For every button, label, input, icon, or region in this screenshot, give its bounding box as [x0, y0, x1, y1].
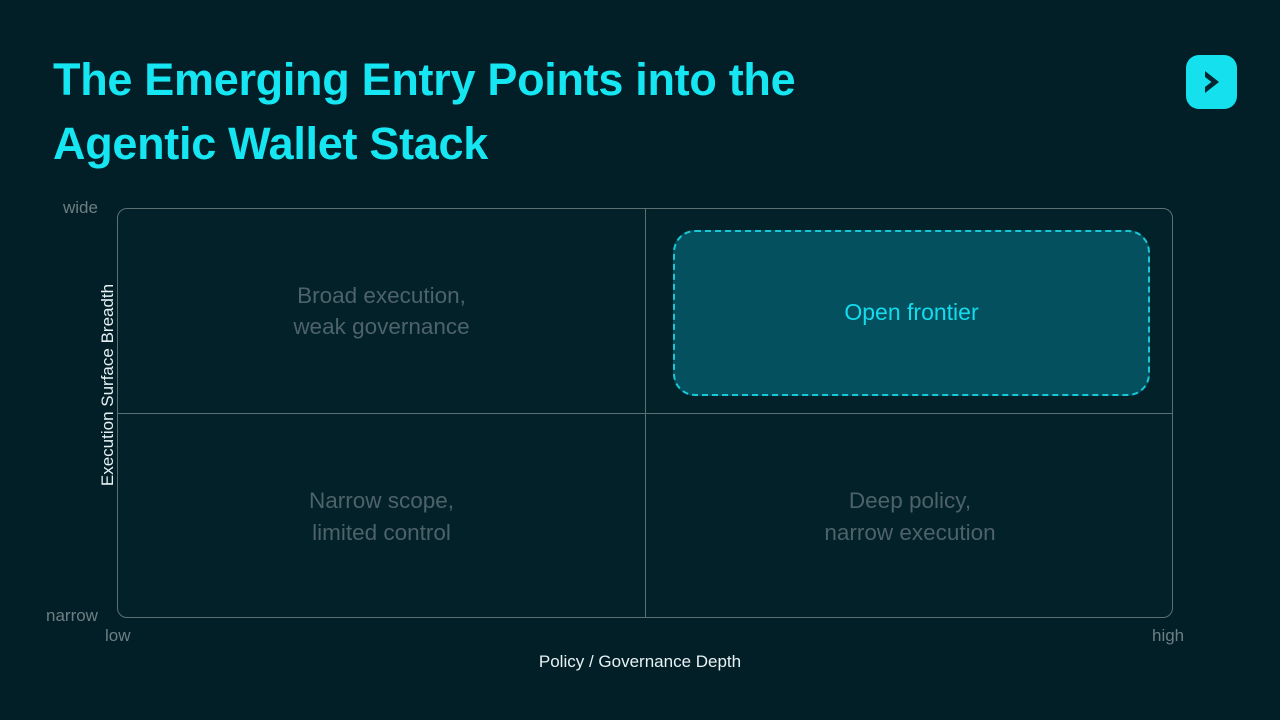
- chevron-right-icon: [1199, 68, 1225, 96]
- brand-logo: [1186, 55, 1237, 109]
- x-axis-tick-low: low: [105, 626, 131, 645]
- page-title: The Emerging Entry Points into the Agent…: [53, 54, 796, 169]
- x-axis-tick-high: high: [1152, 626, 1185, 645]
- highlighted-quadrant-open-frontier[interactable]: Open frontier: [673, 230, 1150, 396]
- quadrant-top-left-label: Broad execution, weak governance: [293, 282, 470, 339]
- grid-line-horizontal: [118, 413, 1172, 415]
- y-axis-title: Execution Surface Breadth: [98, 283, 117, 487]
- quadrant-bottom-left-label: Narrow scope, limited control: [308, 488, 455, 545]
- highlighted-quadrant-label: Open frontier: [844, 299, 979, 326]
- y-axis-tick-narrow: narrow: [46, 606, 98, 625]
- quadrant-top-left[interactable]: Broad execution, weak governance: [118, 209, 645, 413]
- x-axis-title: Policy / Governance Depth: [538, 652, 742, 671]
- quadrant-bottom-right-label: Deep policy, narrow execution: [824, 488, 996, 545]
- quadrant-bottom-left[interactable]: Narrow scope, limited control: [118, 414, 645, 619]
- y-axis-tick-wide: wide: [63, 198, 98, 217]
- quadrant-matrix-plot: Broad execution, weak governance Narrow …: [117, 208, 1173, 618]
- quadrant-bottom-right[interactable]: Deep policy, narrow execution: [646, 414, 1174, 619]
